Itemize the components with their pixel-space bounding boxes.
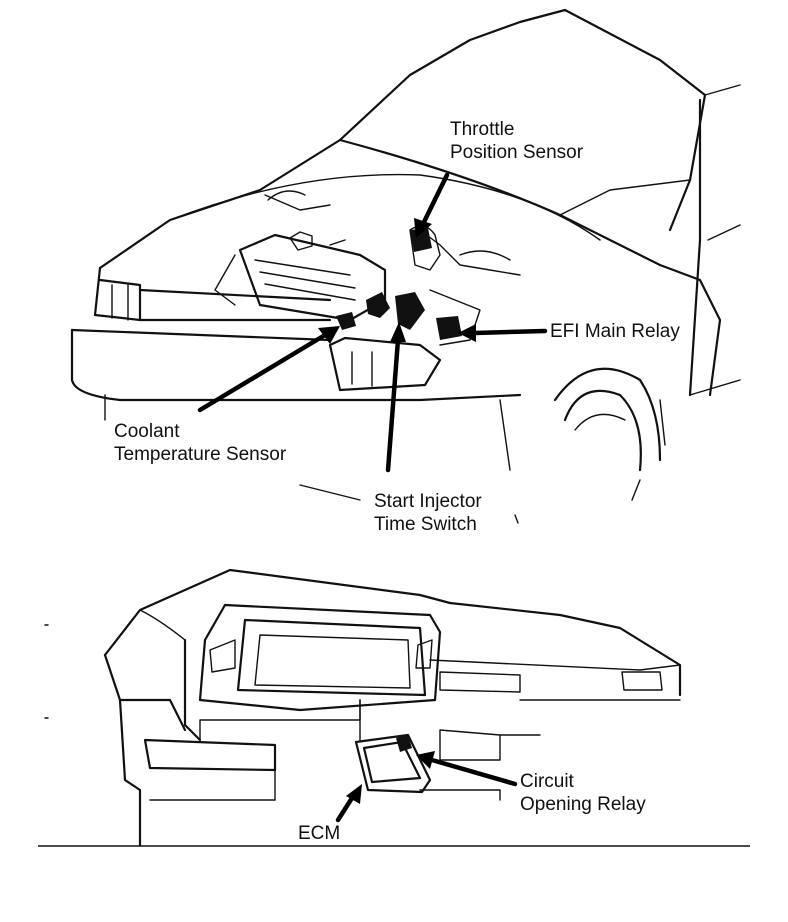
coolant-temperature-sensor-label: Coolant Temperature Sensor: [114, 420, 286, 466]
circuit-opening-relay-arrow: [416, 751, 518, 787]
ecm-label: ECM: [298, 822, 340, 845]
efi-main-relay-label: EFI Main Relay: [550, 320, 680, 343]
engine-compartment-illustration: [70, 8, 741, 524]
circuit-opening-relay-line-1: Circuit: [520, 771, 574, 792]
efi-main-relay-arrow: [458, 324, 548, 342]
start-injector-time-switch-line-2: Time Switch: [374, 514, 477, 535]
ecm-arrow: [335, 784, 362, 823]
coolant-temperature-sensor-line-2: Temperature Sensor: [114, 444, 287, 465]
throttle-position-sensor-line-1: Throttle: [450, 119, 515, 140]
ecm-line-1: ECM: [298, 823, 341, 844]
start-injector-time-switch-arrow: [385, 322, 406, 473]
dashboard-illustration: [44, 568, 682, 847]
circuit-opening-relay-line-2: Opening Relay: [520, 794, 646, 815]
efi-main-relay-line-1: EFI Main Relay: [550, 321, 680, 342]
start-injector-time-switch-line-1: Start Injector: [374, 491, 482, 512]
throttle-position-sensor-line-2: Position Sensor: [450, 142, 584, 163]
start-injector-time-switch-label: Start Injector Time Switch: [374, 490, 482, 536]
coolant-temperature-sensor-line-1: Coolant: [114, 421, 180, 442]
throttle-position-sensor-arrow: [414, 172, 450, 238]
throttle-position-sensor-label: Throttle Position Sensor: [450, 118, 583, 164]
coolant-temperature-sensor-arrow: [197, 326, 340, 413]
circuit-opening-relay-label: Circuit Opening Relay: [520, 770, 646, 816]
